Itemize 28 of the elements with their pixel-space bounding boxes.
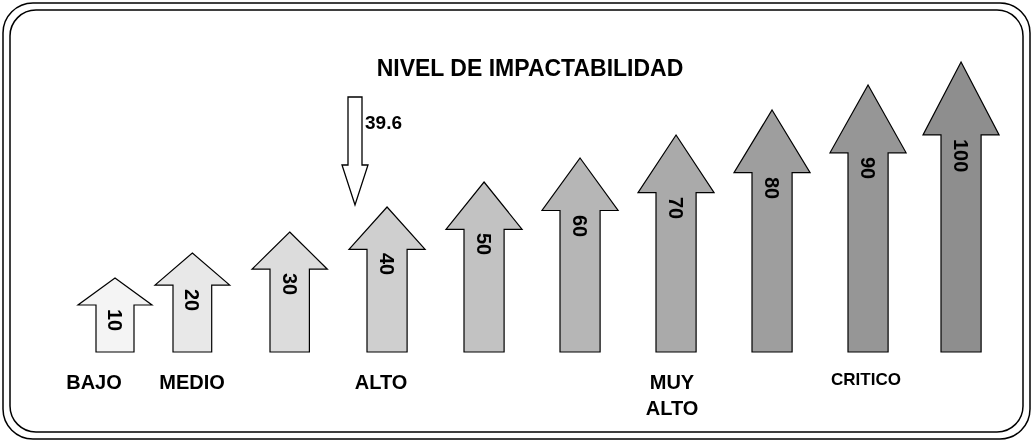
up-arrow-shape [922,62,1000,352]
level-label: ALTO [354,370,408,395]
arrow-value: 70 [666,196,686,219]
up-arrow-shape [78,278,152,352]
up-arrow-shape [252,232,328,352]
level-label: MEDIO [159,370,225,395]
level-label: MUY ALTO [644,370,700,421]
arrow-value: 80 [762,176,782,199]
arrow-value: 60 [570,214,590,237]
arrow-value: 20 [182,289,202,312]
arrow-value: 90 [858,156,878,180]
level-label: CRITICO [831,369,901,391]
edge-label: 39.6 [365,111,402,135]
up-arrow-shape [154,253,230,352]
up-arrow-shape [637,135,715,352]
level-label: BAJO [66,370,122,395]
arrow-value: 30 [280,273,300,296]
up-arrow-shape [829,85,907,352]
up-arrow-shape [541,158,619,352]
arrow-value: 10 [105,309,125,332]
up-arrow-shape [445,182,523,352]
title: NIVEL DE IMPACTABILIDAD [376,55,684,82]
pointer-arrow [341,96,369,208]
arrow-value: 50 [474,233,494,256]
arrow-value: 40 [377,253,397,276]
arrow-value: 100 [951,138,971,173]
up-arrow-shape [733,110,811,352]
up-arrow-shape [348,207,426,352]
